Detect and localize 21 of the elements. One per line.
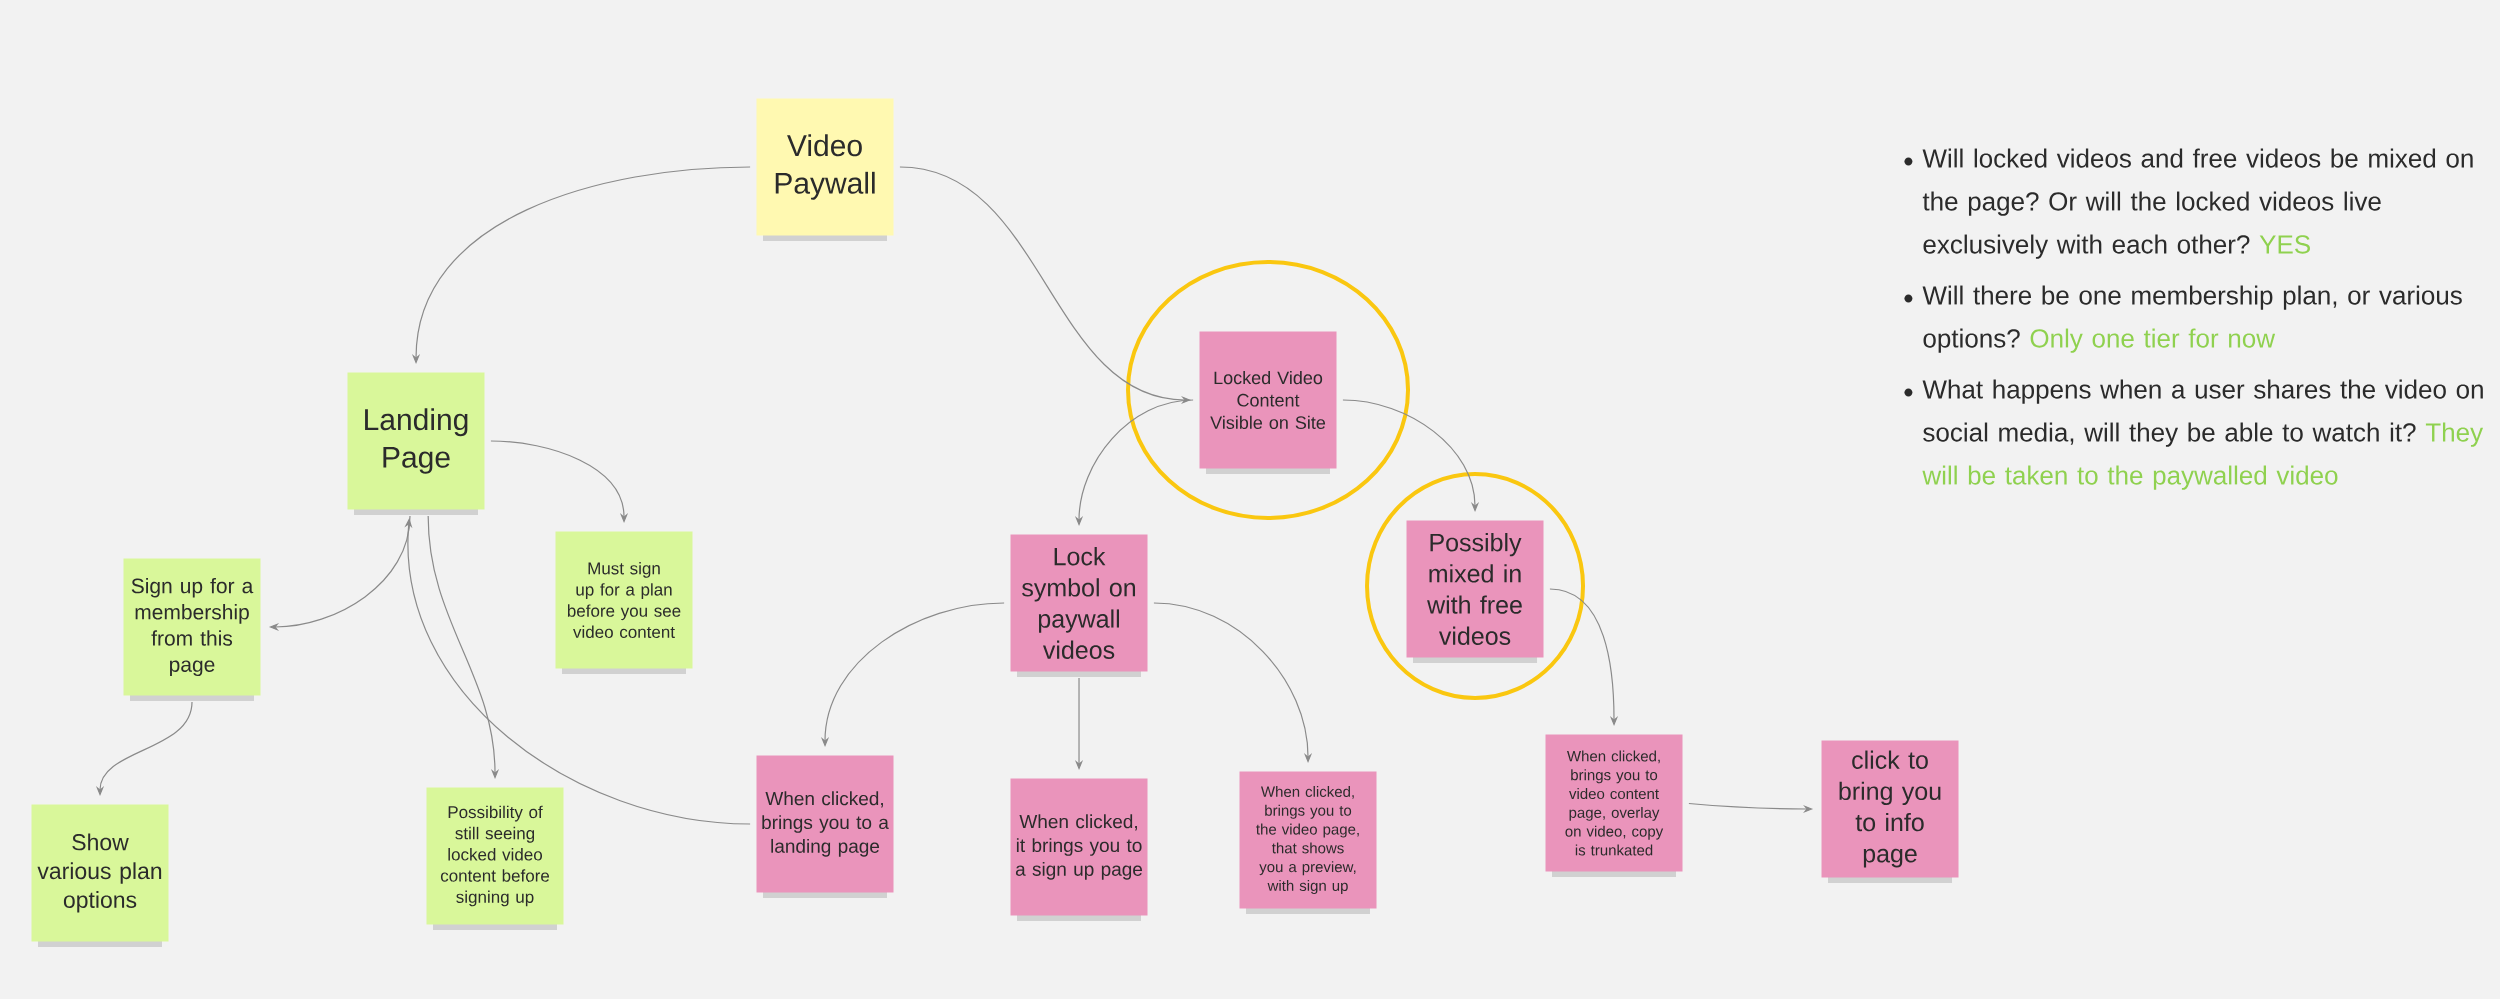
sticky-note: Possibility of still seeing locked video content before signing up xyxy=(426,787,564,930)
sticky-note: Must sign up for a plan before you see video content xyxy=(555,531,693,674)
sticky-note: When clicked, it brings you to a sign up page xyxy=(1010,778,1148,921)
sticky-note: click to bring you to info page xyxy=(1821,740,1959,883)
question-note: What happens when a user shares the video on social media, will they be able to watch it? They will be taken to the paywalled video xyxy=(1922,379,2484,490)
label: They xyxy=(2425,422,2484,447)
label: What happens when a user shares the video on xyxy=(1922,379,2483,404)
sticky-note: Video Paywall xyxy=(756,98,894,241)
sticky-note: Show various plan options xyxy=(31,804,169,947)
question-note: Will there be one membership plan, or various options? Only one tier for now xyxy=(1922,285,2462,353)
sticky-note: Landing Page xyxy=(347,372,485,515)
label: will be taken to the paywalled video xyxy=(1922,465,2338,490)
sticky-note: When clicked, brings you to the video page, that shows you a preview, with sign up xyxy=(1239,771,1377,914)
sticky-note: When clicked, brings you to a landing page xyxy=(756,755,894,898)
sticky-note: Sign up for a membership from this page xyxy=(123,558,261,701)
sticky-note: Lock symbol on paywall videos xyxy=(1010,534,1148,677)
sticky-note: Possibly mixed in with free videos xyxy=(1406,520,1544,663)
sticky-note: Locked Video Content Visible on Site xyxy=(1199,331,1337,474)
label: social media, will they be able to watch it? xyxy=(1923,422,2416,447)
question-note: Will locked videos and free videos be mixed on the page? Or will the locked videos live exclusively with each other? YES xyxy=(1922,148,2473,259)
sticky-note: When clicked, brings you to video content page, overlay on video, copy is trunkated xyxy=(1545,734,1683,877)
